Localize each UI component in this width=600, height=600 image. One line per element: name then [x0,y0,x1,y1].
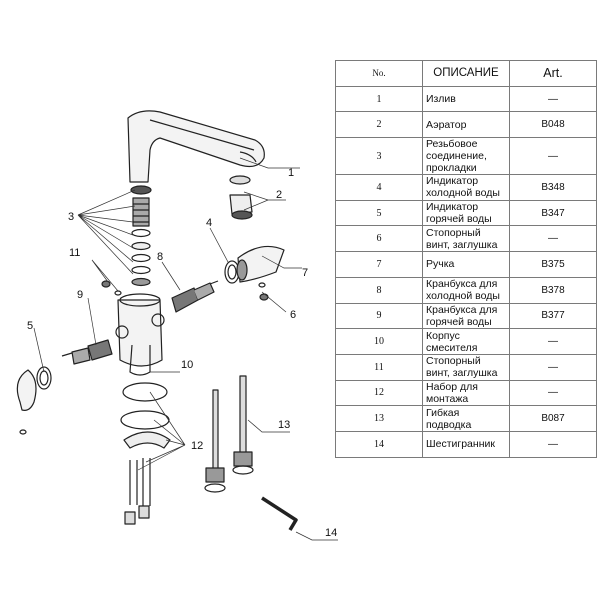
callout-13: 13 [278,419,290,431]
row-number: 9 [335,302,423,330]
callout-8: 8 [157,251,163,263]
row-number: 5 [335,199,423,227]
row-article: B378 [509,276,597,304]
flexible-hoses-part [204,375,254,493]
row-description: Корпус смесителя [422,328,510,355]
row-article: — [509,353,597,381]
callout-11: 11 [69,247,80,259]
exploded-view-diagram: 1 2 3 4 5 6 7 8 9 10 11 12 13 14 [16,110,338,541]
mounting-kit-part [120,382,171,525]
row-article: — [509,85,597,113]
row-description: Стопорный винт, заглушка [422,225,510,253]
row-description: Кранбукса для холодной воды [422,276,510,304]
callout-1: 1 [288,167,294,179]
header-description: ОПИСАНИЕ [422,60,510,87]
callout-9: 9 [77,289,83,301]
row-number: 1 [335,85,423,113]
hot-cartridge-part [61,339,113,365]
callout-10: 10 [181,359,193,371]
aerator-part [229,175,253,220]
row-article: — [509,328,597,355]
row-description: Индикатор холодной воды [422,174,510,201]
row-number: 4 [335,174,423,201]
hex-key-part [261,496,298,531]
hot-handle-part [16,369,37,435]
row-number: 3 [335,137,423,176]
callout-6: 6 [290,309,296,321]
row-number: 11 [335,353,423,381]
callout-12: 12 [191,440,203,452]
row-article: B048 [509,111,597,139]
row-article: — [509,137,597,176]
row-number: 2 [335,111,423,139]
row-article: — [509,225,597,253]
threaded-connection-part [130,185,152,287]
row-number: 7 [335,251,423,278]
row-description: Резьбовое соединение, прокладки [422,137,510,176]
row-description: Излив [422,85,510,113]
row-description: Шестигранник [422,430,510,458]
row-article: B087 [509,405,597,432]
row-description: Ручка [422,251,510,278]
handle-part [236,245,285,283]
callout-14: 14 [325,527,337,539]
table-header-row: No. ОПИСАНИЕ Art. [335,60,597,87]
mixer-body-part [115,293,165,376]
row-article: B347 [509,199,597,227]
header-no: No. [335,60,423,87]
row-description: Аэратор [422,111,510,139]
spout-part [127,110,265,183]
row-description: Кранбукса для горячей воды [422,302,510,330]
row-article: — [509,379,597,407]
row-number: 8 [335,276,423,304]
header-art: Art. [509,60,597,87]
row-description: Стопорный винт, заглушка [422,353,510,381]
row-description: Индикатор горячей воды [422,199,510,227]
row-description: Гибкая подводка [422,405,510,432]
hot-indicator-part [36,366,52,390]
cold-cartridge-part [171,280,219,313]
set-screw-left-part [101,280,122,296]
callout-7: 7 [302,267,308,279]
set-screw-part [258,282,269,301]
callout-3: 3 [68,211,74,223]
callout-4: 4 [206,217,212,229]
row-article: — [509,430,597,458]
row-article: B348 [509,174,597,201]
row-number: 6 [335,225,423,253]
row-article: B375 [509,251,597,278]
row-number: 13 [335,405,423,432]
callout-5: 5 [27,320,33,332]
row-number: 12 [335,379,423,407]
row-number: 14 [335,430,423,458]
row-number: 10 [335,328,423,355]
row-description: Набор для монтажа [422,379,510,407]
callout-2: 2 [276,189,282,201]
row-article: B377 [509,302,597,330]
